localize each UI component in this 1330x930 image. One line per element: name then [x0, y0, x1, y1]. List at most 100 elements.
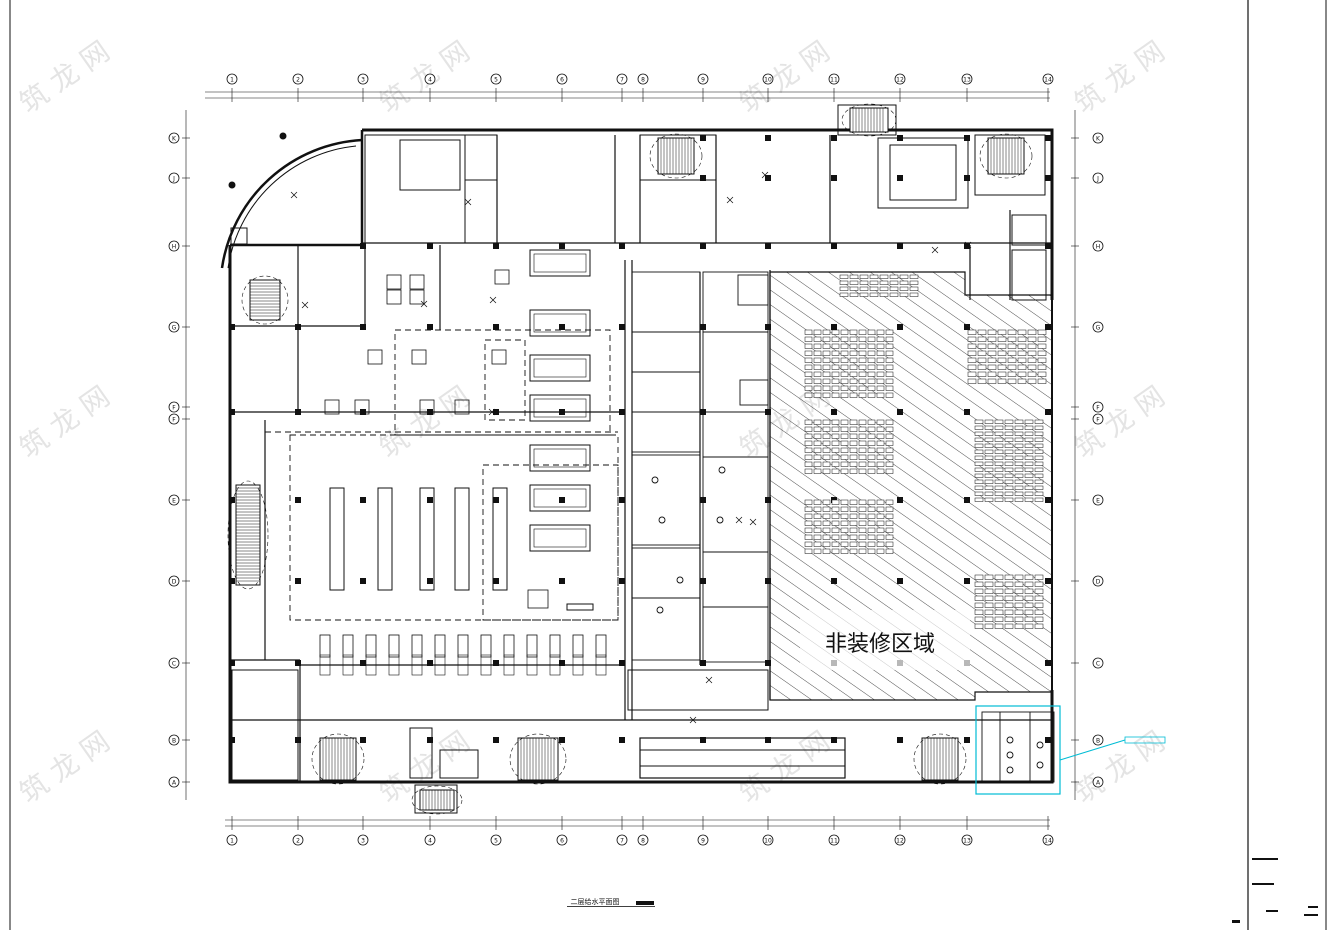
svg-text:3: 3 [361, 838, 365, 845]
axis-bubble-top-6: 6 [556, 73, 568, 85]
axis-bubble-left-7: G [168, 321, 180, 333]
seat-block [974, 419, 1044, 502]
svg-text:5: 5 [494, 838, 498, 845]
title-block [1232, 858, 1318, 923]
axis-bubble-right-1: B [1092, 734, 1104, 746]
axis-bubble-right-2: C [1092, 657, 1104, 669]
stair [979, 133, 1033, 179]
highlight-detail-contents [981, 711, 1055, 783]
stair [509, 733, 567, 785]
svg-text:11: 11 [830, 77, 838, 84]
axis-bubble-top-8: 8 [637, 73, 649, 85]
watermark-text: 筑 龙 网 [13, 725, 115, 810]
axis-bubble-right-6: F [1092, 401, 1104, 413]
svg-text:A: A [1096, 780, 1101, 787]
axis-bubble-bottom-10: 10 [762, 834, 774, 846]
axis-bubble-top-5: 5 [490, 73, 502, 85]
svg-text:J: J [172, 176, 175, 183]
svg-text:D: D [172, 579, 177, 586]
axis-bubble-left-9: J [168, 172, 180, 184]
svg-text:11: 11 [830, 838, 838, 845]
svg-text:8: 8 [641, 77, 645, 84]
plan-title-block: 二层给水平面图 [567, 897, 655, 907]
axis-bubble-top-2: 2 [292, 73, 304, 85]
svg-text:6: 6 [560, 77, 564, 84]
axis-bubble-top-11: 11 [828, 73, 840, 85]
svg-text:7: 7 [620, 77, 624, 84]
svg-text:J: J [1096, 176, 1099, 183]
svg-text:1: 1 [230, 77, 234, 84]
axis-bubble-top-13: 13 [961, 73, 973, 85]
axis-bubble-left-3: D [168, 575, 180, 587]
svg-text:13: 13 [963, 77, 971, 84]
svg-text:2: 2 [296, 77, 300, 84]
axis-bubble-right-10: K [1092, 132, 1104, 144]
bottom-zone [231, 669, 846, 814]
axis-bubble-right-9: J [1092, 172, 1104, 184]
svg-text:10: 10 [764, 838, 772, 845]
watermark-text: 筑 龙 网 [13, 380, 115, 465]
axis-bubble-bottom-1: 1 [226, 834, 238, 846]
svg-text:9: 9 [701, 77, 705, 84]
svg-text:1: 1 [230, 838, 234, 845]
axis-bubble-top-7: 7 [616, 73, 628, 85]
svg-text:E: E [1096, 498, 1100, 505]
svg-text:B: B [1096, 738, 1100, 745]
axis-bubble-bottom-5: 5 [490, 834, 502, 846]
watermark-text: 筑 龙 网 [1068, 35, 1170, 120]
svg-text:F: F [1096, 417, 1100, 424]
svg-text:D: D [1096, 579, 1101, 586]
highlight-detail [975, 705, 1166, 795]
annotation-marks [290, 171, 972, 724]
axis-bubble-left-4: E [168, 494, 180, 506]
axis-bubble-bottom-13: 13 [961, 834, 973, 846]
axis-bubble-bottom-12: 12 [894, 834, 906, 846]
svg-text:F: F [172, 417, 176, 424]
svg-text:B: B [172, 738, 176, 745]
axis-bubble-right-8: H [1092, 240, 1104, 252]
watermark-text: 筑 龙 网 [733, 35, 835, 120]
plan-title: 二层给水平面图 [571, 897, 620, 906]
axis-bubble-left-6: F [168, 401, 180, 413]
axis-bubble-left-10: K [168, 132, 180, 144]
axis-bubble-left-5: F [168, 413, 180, 425]
watermark-text: 筑 龙 网 [373, 35, 475, 120]
svg-text:14: 14 [1044, 838, 1052, 845]
svg-text:9: 9 [701, 838, 705, 845]
svg-text:3: 3 [361, 77, 365, 84]
cinema-seating [804, 274, 1047, 629]
axis-bubble-bottom-2: 2 [292, 834, 304, 846]
axis-bubble-left-8: H [168, 240, 180, 252]
axis-bubble-bottom-8: 8 [637, 834, 649, 846]
axis-bubble-bottom-9: 9 [697, 834, 709, 846]
sheet-border [9, 0, 1327, 930]
axis-bubble-left-1: B [168, 734, 180, 746]
svg-text:F: F [172, 405, 176, 412]
seat-block [804, 499, 894, 554]
svg-text:12: 12 [896, 838, 904, 845]
dimension-lines [185, 91, 1076, 827]
watermark-text: 筑 龙 网 [373, 380, 475, 465]
retail-shelving [319, 249, 607, 676]
watermark-text: 筑 龙 网 [733, 725, 835, 810]
svg-text:12: 12 [896, 77, 904, 84]
axis-bubble-top-9: 9 [697, 73, 709, 85]
axis-bubble-top-4: 4 [424, 73, 436, 85]
svg-text:H: H [1096, 244, 1101, 251]
stair [649, 133, 703, 179]
svg-text:K: K [1096, 136, 1101, 143]
axis-bubble-right-4: E [1092, 494, 1104, 506]
axis-bubble-left-0: A [168, 776, 180, 788]
stair [411, 785, 463, 815]
seat-block [974, 574, 1044, 629]
seat-block [839, 274, 919, 297]
seat-block [804, 329, 894, 398]
service-rooms [631, 271, 769, 663]
svg-text:7: 7 [620, 838, 624, 845]
svg-text:C: C [1096, 661, 1100, 668]
axis-bubble-top-14: 14 [1042, 73, 1054, 85]
axis-bubble-top-3: 3 [357, 73, 369, 85]
circular-atrium [220, 132, 363, 269]
